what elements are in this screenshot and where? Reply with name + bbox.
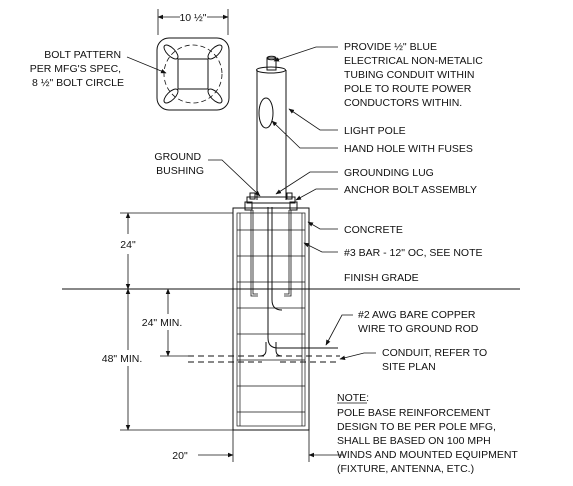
conduit-callout-line: PROVIDE ½" BLUE (344, 41, 437, 53)
conduit-stub (266, 57, 277, 71)
bolt-pattern-callout: BOLT PATTERN PER MFG'S SPEC, 8 ½" BOLT C… (30, 49, 124, 89)
anchor-bolt-leader (295, 188, 338, 201)
conduit-callout: PROVIDE ½" BLUE ELECTRICAL NON-METALIC T… (344, 41, 486, 109)
conduit-site-line: SITE PLAN (382, 361, 436, 373)
conduit-callout-line: TUBING CONDUIT WITHIN (344, 69, 474, 81)
concrete-footing (232, 207, 310, 431)
ground-wire-leader (325, 314, 353, 346)
conduit-elbow-right (275, 342, 283, 357)
ground-wire-inner (271, 207, 283, 311)
bolt-hole (207, 44, 223, 60)
base-plate (156, 37, 230, 111)
ground-wire (267, 207, 338, 349)
ground-bushing-callout: GROUND BUSHING (154, 151, 204, 177)
top-view: 10 ½" BOLT PATTERN PER MFG'S SPEC, 8 ½" … (30, 9, 230, 111)
dim-20-label: 20" (172, 450, 188, 462)
conduit-site-callout: CONDUIT, REFER TO SITE PLAN (382, 347, 490, 373)
hand-hole-label: HAND HOLE WITH FUSES (344, 143, 473, 155)
ground-bushing-line: BUSHING (156, 165, 204, 177)
bolt-pattern-line: PER MFG'S SPEC, (30, 63, 121, 75)
dim-48-min-label: 48" MIN. (102, 353, 143, 365)
concrete-label: CONCRETE (344, 224, 403, 236)
anchor-nut (286, 192, 293, 200)
bolt-circle (163, 44, 223, 104)
note-line: POLE BASE REINFORCEMENT (337, 407, 491, 419)
hand-hole (258, 97, 274, 129)
conduit-elbow-left (259, 342, 267, 357)
bolt-hole (163, 44, 179, 60)
grounding-lug-leader (275, 171, 338, 195)
bolt-holes (163, 44, 223, 104)
rebar-cage (236, 212, 306, 427)
anchor-nut (244, 201, 253, 211)
light-pole-label: LIGHT POLE (344, 125, 406, 137)
note-heading: NOTE: (337, 392, 369, 404)
dim-24-min-label: 24" MIN. (142, 317, 183, 329)
note-line: DESIGN TO BE PER POLE MFG, (337, 421, 496, 433)
elevation: 24" 24" MIN. 48" MIN. 20" (62, 55, 520, 462)
hand-hole-leader (271, 120, 338, 149)
rebar-outline (236, 212, 306, 427)
rebar-label: #3 BAR - 12" OC, SEE NOTE (344, 247, 483, 259)
anchor-bolt-left-inner (252, 210, 258, 295)
conduit-site-line: CONDUIT, REFER TO (382, 347, 487, 359)
anchor-bolt-left (250, 210, 258, 297)
note-line: (FIXTURE, ANTENNA, ETC.) (337, 463, 474, 475)
conduit-callout-line: ELECTRICAL NON-METALIC (344, 55, 483, 67)
anchor-bolts (244, 192, 298, 297)
note-block: NOTE: POLE BASE REINFORCEMENT DESIGN TO … (337, 392, 521, 475)
bolt-hole (163, 88, 179, 104)
note-line: SHALL BE BASED ON 100 MPH (337, 435, 491, 447)
ground-wire-callout: #2 AWG BARE COPPER WIRE TO GROUND ROD (358, 309, 479, 335)
light-pole-leader (288, 108, 338, 131)
concrete-leader (307, 221, 338, 230)
conduit-site-leader (339, 352, 376, 360)
light-pole-top (256, 66, 286, 74)
conduit-callout-line: CONDUCTORS WITHIN. (344, 97, 462, 109)
anchor-bolt-right-inner (284, 210, 290, 295)
callouts: PROVIDE ½" BLUE ELECTRICAL NON-METALIC T… (154, 41, 490, 373)
grounding-lug-label: GROUNDING LUG (344, 167, 434, 179)
conduit-callout-line: POLE TO ROUTE POWER (344, 83, 472, 95)
dim-24-label: 24" (120, 239, 136, 251)
anchor-bolt-right (284, 210, 292, 297)
note-line: WINDS AND MOUNTED EQUIPMENT (337, 449, 518, 461)
pole-section (177, 58, 209, 90)
ground-wire-line: WIRE TO GROUND ROD (358, 323, 479, 335)
bolt-hole (207, 88, 223, 104)
top-dimension-label: 10 ½" (179, 12, 206, 24)
ground-wire-line: #2 AWG BARE COPPER (358, 309, 476, 321)
rebar-hoops (237, 229, 305, 413)
conduit-leader (273, 46, 338, 62)
ground-bushing-leader (208, 159, 261, 197)
finish-grade-label: FINISH GRADE (344, 272, 419, 284)
anchor-nut (249, 192, 256, 200)
anchor-nut (289, 201, 298, 211)
bolt-pattern-line: 8 ½" BOLT CIRCLE (32, 77, 124, 89)
rebar-leader (303, 242, 338, 253)
anchor-bolt-label: ANCHOR BOLT ASSEMBLY (344, 184, 477, 196)
ground-bushing-line: GROUND (154, 151, 201, 163)
note-body: POLE BASE REINFORCEMENT DESIGN TO BE PER… (337, 407, 521, 475)
bolt-pattern-line: BOLT PATTERN (44, 49, 121, 61)
bolt-pattern-leader (126, 56, 167, 74)
base-plate-elevation (246, 196, 296, 204)
